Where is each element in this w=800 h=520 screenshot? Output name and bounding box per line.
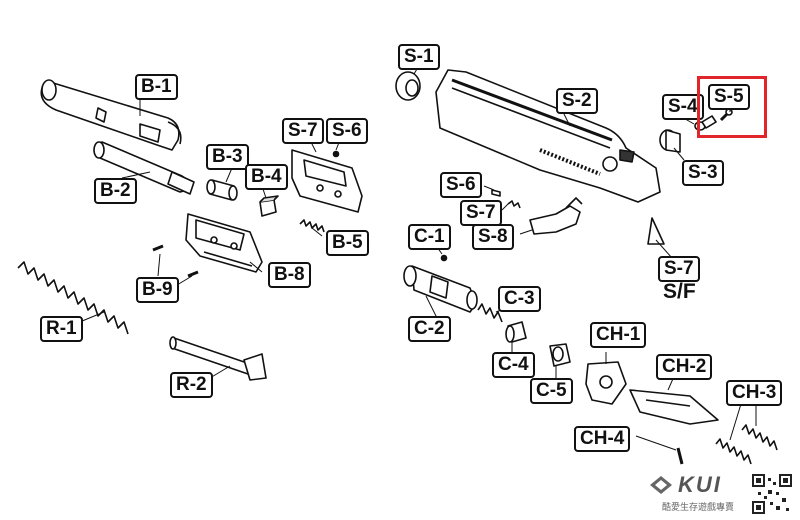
label-s5: S-5	[708, 84, 750, 110]
label-r1: R-1	[40, 316, 83, 342]
label-s2: S-2	[556, 88, 598, 114]
label-b5: B-5	[326, 230, 369, 256]
qr-code-icon	[752, 474, 792, 514]
part-ch3-springs	[715, 424, 778, 465]
part-s7-spring	[507, 200, 521, 209]
label-s7-right: S-7	[460, 200, 502, 226]
part-s8-lever	[529, 197, 583, 235]
label-s3: S-3	[682, 160, 724, 186]
label-s7-left: S-7	[282, 118, 324, 144]
part-b9-pin	[152, 244, 199, 278]
label-s8: S-8	[472, 224, 514, 250]
label-ch3: CH-3	[726, 380, 783, 406]
label-ch4: CH-4	[574, 426, 631, 452]
label-c1: C-1	[408, 224, 451, 250]
brand-subtitle: 酷愛生存遊戲專賣	[662, 502, 735, 512]
part-r1-recoil-spring	[17, 261, 129, 335]
label-b3: B-3	[206, 144, 249, 170]
label-c2: C-2	[408, 316, 451, 342]
part-b4-block	[259, 195, 279, 217]
label-b2: B-2	[94, 178, 137, 204]
label-b9: B-9	[136, 277, 179, 303]
label-b1: B-1	[135, 74, 178, 100]
part-ch1-block	[585, 361, 627, 405]
part-s2-slide	[435, 69, 661, 203]
label-s7-sf: S-7	[658, 256, 700, 282]
part-s6-pin	[491, 189, 501, 197]
part-c5-cap	[549, 343, 571, 367]
part-c1-pin	[440, 254, 448, 262]
label-b4: B-4	[245, 164, 288, 190]
label-c4: C-4	[492, 352, 535, 378]
part-s1-cap	[395, 71, 421, 101]
highlight-s5-box	[697, 76, 767, 138]
label-ch1: CH-1	[590, 322, 647, 348]
label-r2: R-2	[170, 372, 213, 398]
brand-logo: KUI	[678, 472, 722, 497]
label-s4: S-4	[662, 94, 704, 120]
part-ch4-pin	[676, 447, 684, 465]
part-b5-spring	[299, 219, 325, 233]
part-s7-sf-plate	[647, 217, 665, 245]
part-b1-outer-barrel	[40, 79, 182, 151]
label-ch2: CH-2	[656, 354, 713, 380]
part-r2-guide-rod	[169, 336, 267, 381]
part-b8-hopup-chamber	[185, 213, 263, 273]
label-b8: B-8	[268, 262, 311, 288]
label-s1: S-1	[398, 44, 440, 70]
label-c3: C-3	[498, 286, 541, 312]
part-c3-spring	[477, 303, 503, 323]
part-ch2-frame	[629, 389, 719, 425]
part-c4-valve	[505, 321, 527, 343]
label-c5: C-5	[530, 378, 573, 404]
part-c2-nozzle	[403, 265, 478, 313]
part-b2-inner-barrel	[93, 141, 195, 195]
part-s3-ring	[659, 129, 681, 153]
label-sf: S/F	[663, 280, 696, 303]
kui-logo-icon	[650, 476, 672, 494]
part-b3-hopup-rubber	[206, 179, 238, 201]
part-s7-s6-inner-block	[291, 149, 363, 213]
label-s6-left: S-6	[326, 118, 368, 144]
label-s6-right: S-6	[440, 172, 482, 198]
